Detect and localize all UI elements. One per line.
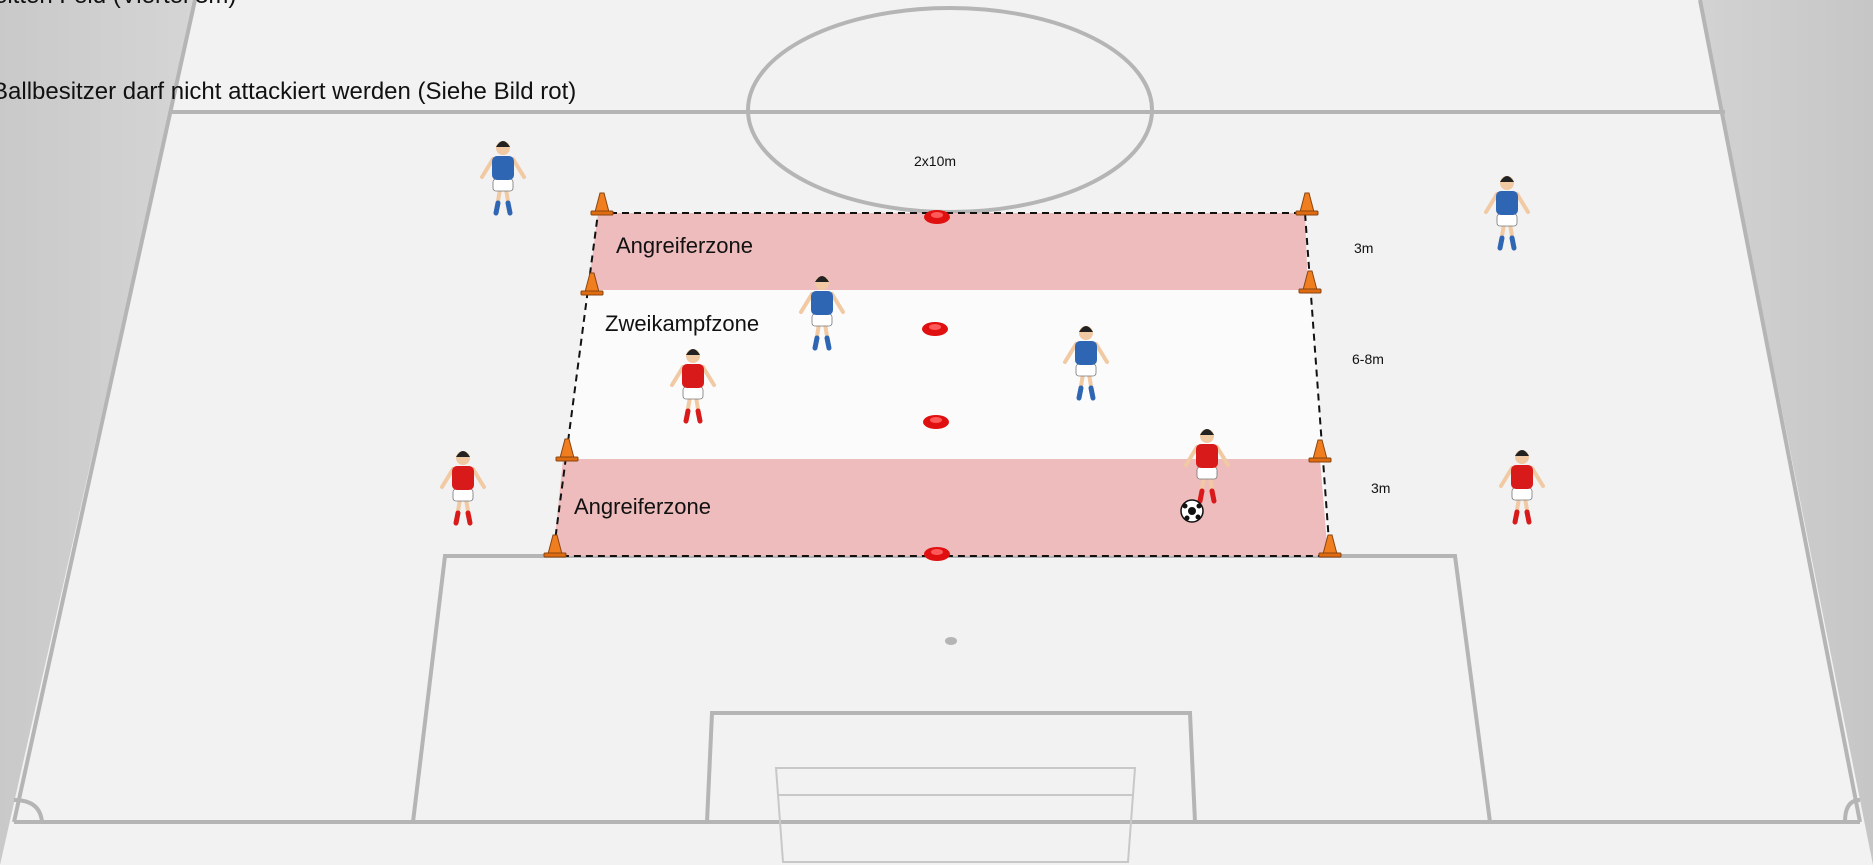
top-depth-label: 3m: [1354, 240, 1373, 256]
bottom-zone-label: Angreiferzone: [574, 494, 711, 520]
instruction-line-2: Ballbesitzer darf nicht attackiert werde…: [0, 78, 576, 106]
middle-depth-label: 6-8m: [1352, 351, 1384, 367]
soccer-ball-icon: [1181, 500, 1203, 522]
bottom-depth-label: 3m: [1371, 480, 1390, 496]
marker-disc-icon: [923, 415, 949, 429]
instruction-line-1: Breitten Feld (Viertel 3m): [0, 0, 236, 10]
middle-zone-label: Zweikampfzone: [605, 311, 759, 337]
penalty-spot: [945, 637, 957, 645]
width-dimension-label: 2x10m: [914, 153, 956, 169]
top-zone-label: Angreiferzone: [616, 233, 753, 259]
marker-disc-icon: [924, 210, 950, 224]
marker-disc-icon: [924, 547, 950, 561]
marker-disc-icon: [922, 322, 948, 336]
